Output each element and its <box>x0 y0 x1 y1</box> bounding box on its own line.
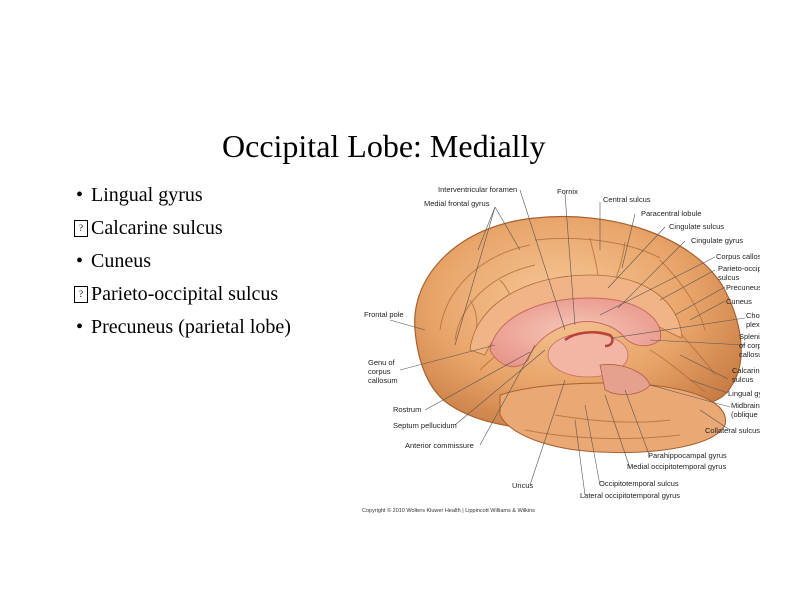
label-lingual-gyrus: Lingual gyrus <box>728 389 760 398</box>
label-splenium-line3: callosum <box>739 350 760 359</box>
label-uncus: Uncus <box>512 481 534 490</box>
label-midbrain: Midbrain <box>731 401 760 410</box>
bullet-item: • Precuneus (parietal lobe) <box>76 316 296 339</box>
brain-diagram: Interventricular foramen Medial frontal … <box>362 185 760 514</box>
label-genu-line3: callosum <box>368 376 398 385</box>
bullet-list: • Lingual gyrus ? Calcarine sulcus • Cun… <box>74 184 296 349</box>
bullet-item: ? Calcarine sulcus <box>74 217 296 240</box>
bullet-text: Cuneus <box>91 250 151 272</box>
slide-title: Occipital Lobe: Medially <box>222 128 546 164</box>
bullet-marker: • <box>76 316 84 338</box>
label-cingulate-gyrus: Cingulate gyrus <box>691 236 743 245</box>
label-genu-line2: corpus <box>368 367 391 376</box>
bullet-text: Precuneus (parietal lobe) <box>91 316 291 338</box>
label-midbrain-line2: (oblique cut) <box>731 410 760 419</box>
label-corpus-callosum: Corpus callosum <box>716 252 760 261</box>
label-genu: Genu of <box>368 358 396 367</box>
choroid-plexus <box>564 331 614 348</box>
missing-glyph-marker: ? <box>74 220 88 237</box>
label-splenium-line2: of corpus <box>739 341 760 350</box>
midbrain-cut <box>599 364 651 395</box>
bullet-marker: • <box>76 184 84 206</box>
label-medial-frontal-gyrus: Medial frontal gyrus <box>424 199 490 208</box>
label-lateral-occipitotemporal-gyrus: Lateral occipitotemporal gyrus <box>580 491 680 500</box>
label-anterior-commissure: Anterior commissure <box>405 441 474 450</box>
figure-copyright: Copyright © 2010 Wolters Kluwer Health |… <box>362 507 535 514</box>
missing-glyph-marker: ? <box>74 286 88 303</box>
label-fornix: Fornix <box>557 187 578 196</box>
label-frontal-pole: Frontal pole <box>364 310 404 319</box>
label-parieto-occipital-sulcus-line2: sulcus <box>718 273 740 282</box>
label-medial-occipitotemporal-gyrus: Medial occipitotemporal gyrus <box>627 462 726 471</box>
label-paracentral-lobule: Paracentral lobule <box>641 209 701 218</box>
label-parieto-occipital-sulcus: Parieto-occipital <box>718 264 760 273</box>
label-interventricular-foramen: Interventricular foramen <box>438 185 517 194</box>
bullet-text: Parieto-occipital sulcus <box>91 283 279 305</box>
label-precuneus: Precuneus <box>726 283 760 292</box>
label-calcarine-sulcus-line2: sulcus <box>732 375 754 384</box>
bullet-text: Lingual gyrus <box>91 184 203 206</box>
label-septum-pellucidum: Septum pellucidum <box>393 421 457 430</box>
label-choroid-plexus: Choroid <box>746 311 760 320</box>
label-parahippocampal-gyrus: Parahippocampal gyrus <box>648 451 727 460</box>
bullet-item: ? Parieto-occipital sulcus <box>74 283 296 306</box>
label-cingulate-sulcus: Cingulate sulcus <box>669 222 724 231</box>
bullet-item: • Cuneus <box>76 250 296 273</box>
bullet-text: Calcarine sulcus <box>91 217 223 239</box>
bullet-item: • Lingual gyrus <box>76 184 296 207</box>
label-rostrum: Rostrum <box>393 405 421 414</box>
label-cuneus: Cuneus <box>726 297 752 306</box>
leader-lines <box>389 189 746 496</box>
label-central-sulcus: Central sulcus <box>603 195 651 204</box>
label-calcarine-sulcus: Calcarine <box>732 366 760 375</box>
label-collateral-sulcus: Collateral sulcus <box>705 426 760 435</box>
label-occipitotemporal-sulcus: Occipitotemporal sulcus <box>599 479 679 488</box>
brain-medial-figure: Interventricular foramen Medial frontal … <box>360 180 760 520</box>
label-choroid-plexus-line2: plexus <box>746 320 760 329</box>
bullet-marker: • <box>76 250 84 272</box>
label-splenium: Splenium <box>739 332 760 341</box>
